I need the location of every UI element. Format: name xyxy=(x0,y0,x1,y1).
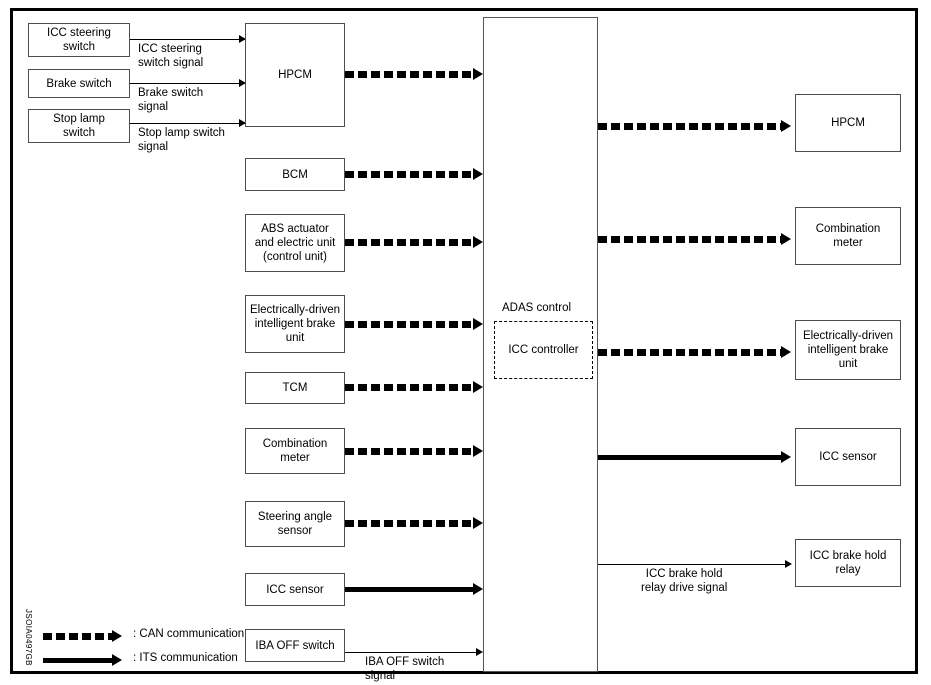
arrowhead-iba-off-switch-to-adas xyxy=(476,648,483,656)
box-label: Combination meter xyxy=(815,223,881,249)
can-line-adas-to-brake-unit xyxy=(598,349,785,356)
box-label: ABS actuator and electric unit (control … xyxy=(254,223,336,263)
box-label: Electrically-driven intelligent brake un… xyxy=(802,330,894,370)
box-left-bcm: BCM xyxy=(245,158,345,191)
wire-icc-steering-switch xyxy=(130,39,245,40)
diagram-frame: JSOIA0497GB ICC steering switch Brake sw… xyxy=(10,8,918,682)
document-code: JSOIA0497GB xyxy=(24,609,33,666)
box-icc-steering-switch: ICC steering switch xyxy=(28,23,130,57)
box-right-icc-brake-hold-relay: ICC brake hold relay xyxy=(795,539,901,587)
legend-can-arrowhead xyxy=(112,630,122,642)
can-line-brake-unit-to-adas xyxy=(345,321,477,328)
arrowhead-brake-unit-to-adas xyxy=(473,318,483,330)
adas-control-title: ADAS control xyxy=(502,302,572,314)
box-label: Steering angle sensor xyxy=(257,511,333,537)
can-line-tcm-to-adas xyxy=(345,384,477,391)
wire-adas-to-icc-brake-hold-relay xyxy=(598,564,788,565)
box-left-combination-meter: Combination meter xyxy=(245,428,345,474)
label-iba-off-switch-signal: IBA OFF switch signal xyxy=(365,656,445,682)
legend-can-symbol xyxy=(43,633,115,640)
box-label: Stop lamp switch xyxy=(53,113,105,139)
its-line-icc-sensor-to-adas xyxy=(345,587,477,592)
box-right-combination-meter: Combination meter xyxy=(795,207,901,265)
box-label: ICC steering switch xyxy=(47,27,111,53)
arrowhead-brake-switch xyxy=(239,79,246,87)
arrowhead-bcm-to-adas xyxy=(473,168,483,180)
box-label: Electrically-driven intelligent brake un… xyxy=(249,304,341,344)
wire-brake-switch xyxy=(130,83,245,84)
can-line-steering-angle-sensor-to-adas xyxy=(345,520,477,527)
icc-controller-module: ICC controller xyxy=(494,321,593,379)
arrowhead-adas-to-combination-meter xyxy=(781,233,791,245)
can-line-adas-to-combination-meter xyxy=(598,236,785,243)
box-left-electrically-driven-brake-unit: Electrically-driven intelligent brake un… xyxy=(245,295,345,353)
box-left-hpcm: HPCM xyxy=(245,23,345,127)
box-label: ICC brake hold relay xyxy=(809,550,887,576)
box-left-abs-actuator: ABS actuator and electric unit (control … xyxy=(245,214,345,272)
arrowhead-abs-to-adas xyxy=(473,236,483,248)
arrowhead-adas-to-brake-unit xyxy=(781,346,791,358)
box-label: IBA OFF switch xyxy=(255,639,335,652)
box-brake-switch: Brake switch xyxy=(28,69,130,98)
box-left-tcm: TCM xyxy=(245,372,345,404)
arrowhead-stop-lamp-switch xyxy=(239,119,246,127)
box-stop-lamp-switch: Stop lamp switch xyxy=(28,109,130,143)
can-line-combination-meter-to-adas xyxy=(345,448,477,455)
wire-stop-lamp-switch xyxy=(130,123,245,124)
box-left-icc-sensor: ICC sensor xyxy=(245,573,345,606)
label-icc-brake-hold-relay-drive-signal: ICC brake hold relay drive signal xyxy=(641,568,728,594)
box-left-iba-off-switch: IBA OFF switch xyxy=(245,629,345,662)
box-label: HPCM xyxy=(831,117,865,129)
box-label: TCM xyxy=(282,382,308,394)
arrowhead-steering-angle-sensor-to-adas xyxy=(473,517,483,529)
legend-can-text: : CAN communication xyxy=(133,628,245,640)
box-label: HPCM xyxy=(278,69,312,81)
arrowhead-combination-meter-to-adas xyxy=(473,445,483,457)
box-label: BCM xyxy=(282,168,308,181)
box-label: ICC sensor xyxy=(819,451,877,463)
can-line-abs-to-adas xyxy=(345,239,477,246)
icc-controller-label: ICC controller xyxy=(508,344,579,356)
wire-iba-off-switch-to-adas xyxy=(345,652,479,653)
can-line-hpcm-to-adas xyxy=(345,71,477,78)
arrowhead-icc-sensor-to-adas xyxy=(473,583,483,595)
box-right-electrically-driven-brake-unit: Electrically-driven intelligent brake un… xyxy=(795,320,901,380)
box-left-steering-angle-sensor: Steering angle sensor xyxy=(245,501,345,547)
its-line-adas-to-icc-sensor xyxy=(598,455,785,460)
box-label: ICC sensor xyxy=(266,583,324,596)
box-label: Brake switch xyxy=(46,77,112,90)
arrowhead-tcm-to-adas xyxy=(473,381,483,393)
arrowhead-icc-steering-switch xyxy=(239,35,246,43)
legend-its-text: : ITS communication xyxy=(133,652,238,664)
legend-its-symbol xyxy=(43,658,115,663)
box-right-hpcm: HPCM xyxy=(795,94,901,152)
arrowhead-adas-to-icc-brake-hold-relay xyxy=(785,560,792,568)
box-right-icc-sensor: ICC sensor xyxy=(795,428,901,486)
box-label: Combination meter xyxy=(262,438,328,464)
can-line-adas-to-hpcm xyxy=(598,123,785,130)
arrowhead-hpcm-to-adas xyxy=(473,68,483,80)
label-brake-switch-signal: Brake switch signal xyxy=(138,87,204,113)
label-stop-lamp-switch-signal: Stop lamp switch signal xyxy=(138,127,225,153)
can-line-bcm-to-adas xyxy=(345,171,477,178)
label-icc-steering-switch-signal: ICC steering switch signal xyxy=(138,43,204,69)
arrowhead-adas-to-hpcm xyxy=(781,120,791,132)
arrowhead-adas-to-icc-sensor xyxy=(781,451,791,463)
legend-its-arrowhead xyxy=(112,654,122,666)
